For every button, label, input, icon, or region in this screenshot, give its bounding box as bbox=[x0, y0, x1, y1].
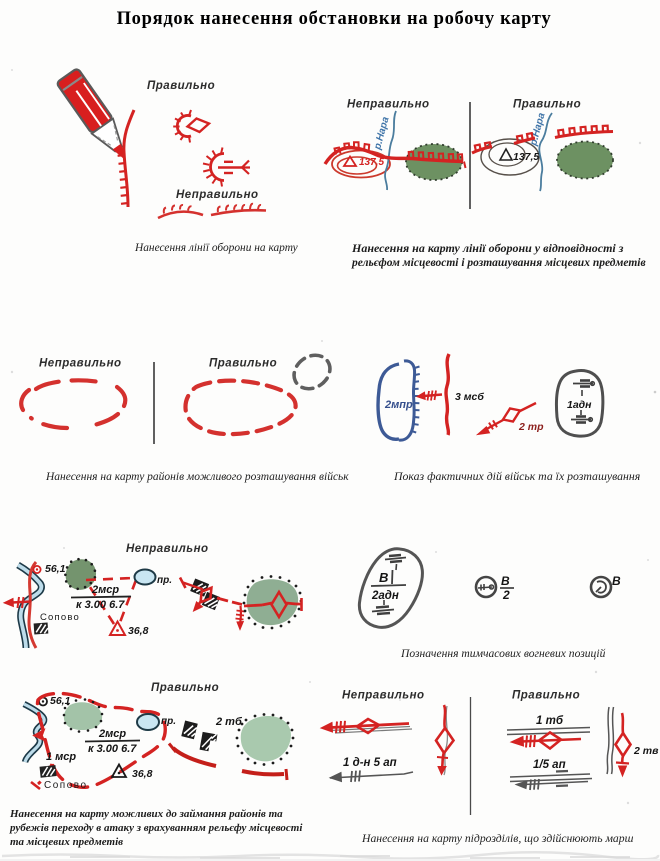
svg-text:3 мсб: 3 мсб bbox=[455, 391, 484, 403]
svg-text:Правильно: Правильно bbox=[513, 99, 581, 111]
svg-text:Неправильно: Неправильно bbox=[39, 358, 122, 370]
svg-text:Сопово: Сопово bbox=[40, 612, 80, 623]
svg-text:2мпр: 2мпр bbox=[384, 399, 413, 411]
svg-text:Нанесення на карту підрозділів: Нанесення на карту підрозділів, що здійс… bbox=[361, 832, 634, 845]
svg-text:Показ фактичних дій військ та: Показ фактичних дій військ та їх розташу… bbox=[393, 469, 640, 483]
svg-text:Сопово: Сопово bbox=[44, 780, 88, 791]
svg-text:к 3.00 6.7: к 3.00 6.7 bbox=[88, 743, 137, 755]
svg-text:137,5: 137,5 bbox=[359, 157, 384, 168]
svg-text:Правильно: Правильно bbox=[147, 80, 215, 92]
svg-text:рельєфом місцевості і розташув: рельєфом місцевості і розташування місце… bbox=[351, 257, 646, 269]
svg-text:Позначення тимчасових вогневих: Позначення тимчасових вогневих позицій bbox=[400, 647, 606, 660]
svg-text:Порядок нанесення обстановки н: Порядок нанесення обстановки на робочу к… bbox=[117, 9, 552, 29]
svg-text:Неправильно: Неправильно bbox=[342, 690, 425, 702]
svg-text:Нанесення на карту районів мож: Нанесення на карту районів можливого роз… bbox=[45, 470, 349, 483]
svg-text:56,1: 56,1 bbox=[50, 695, 71, 707]
svg-text:пр.: пр. bbox=[161, 716, 176, 727]
svg-text:2адн: 2адн bbox=[371, 590, 399, 602]
svg-text:Нанесення на карту можливих до: Нанесення на карту можливих до займання … bbox=[9, 808, 283, 820]
svg-text:Неправильно: Неправильно bbox=[176, 189, 259, 201]
svg-text:Правильно: Правильно bbox=[209, 358, 277, 370]
svg-text:пр.: пр. bbox=[157, 575, 172, 586]
svg-text:В: В bbox=[501, 574, 510, 588]
svg-text:к 3.00 6.7: к 3.00 6.7 bbox=[76, 599, 125, 611]
svg-text:В: В bbox=[379, 570, 388, 585]
svg-text:2мср: 2мср bbox=[91, 584, 119, 596]
svg-text:2мср: 2мср bbox=[98, 728, 126, 740]
svg-text:137,5: 137,5 bbox=[513, 151, 539, 163]
svg-text:2 тв: 2 тв bbox=[633, 745, 659, 757]
svg-text:1 мср: 1 мср bbox=[46, 751, 76, 763]
svg-text:36,8: 36,8 bbox=[128, 625, 149, 637]
svg-text:56,1: 56,1 bbox=[45, 563, 66, 575]
svg-text:1/5 ап: 1/5 ап bbox=[533, 759, 566, 771]
svg-text:В: В bbox=[612, 574, 621, 588]
svg-text:1 тб: 1 тб bbox=[536, 715, 564, 727]
svg-text:1 д-н 5 ап: 1 д-н 5 ап bbox=[343, 757, 397, 769]
svg-text:1адн: 1адн bbox=[567, 399, 592, 411]
svg-text:2: 2 bbox=[502, 588, 510, 602]
svg-text:Правильно: Правильно bbox=[151, 682, 219, 694]
svg-text:Неправильно: Неправильно bbox=[347, 99, 430, 111]
svg-text:рубежів переходу в атаку з вра: рубежів переходу в атаку з врахуванням р… bbox=[9, 822, 303, 834]
svg-text:2 тр: 2 тр bbox=[518, 421, 544, 433]
svg-text:36,8: 36,8 bbox=[132, 768, 153, 780]
svg-text:Неправильно: Неправильно bbox=[126, 543, 209, 555]
svg-text:Нанесення на карту лінії оборо: Нанесення на карту лінії оборони у відпо… bbox=[351, 241, 624, 255]
svg-text:Нанесення лінії оборони на кар: Нанесення лінії оборони на карту bbox=[134, 242, 299, 254]
svg-text:Правильно: Правильно bbox=[512, 690, 580, 702]
svg-text:2 тб: 2 тб bbox=[215, 716, 243, 728]
svg-text:та місцевих предметів: та місцевих предметів bbox=[10, 836, 123, 848]
